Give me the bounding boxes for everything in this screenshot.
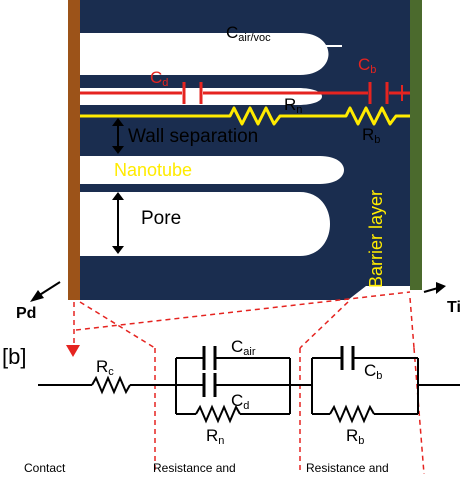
pore-label: Pore: [141, 208, 181, 229]
wall-separation-label: Wall separation: [128, 126, 258, 147]
r-b-label: Rb: [362, 125, 380, 146]
nanotube-label: Nanotube: [114, 160, 192, 180]
r-c-resistor: [91, 375, 131, 395]
circuit-c-air-label: Cair: [231, 337, 256, 358]
ti-arrow: [423, 282, 446, 294]
ti-label: Ti: [447, 299, 461, 316]
circuit-r-b-label: Rb: [346, 426, 364, 447]
c-air-voc-element: [80, 36, 342, 56]
circuit-c-b-label: Cb: [364, 361, 382, 382]
red-down-arrow: [66, 345, 80, 357]
caption-contact: Contact: [24, 461, 66, 474]
circuit-r-c-label: Rc: [96, 357, 114, 378]
wall-separation-arrow: [112, 118, 124, 154]
r-n-resistor: [195, 404, 241, 424]
titania-body: [80, 0, 410, 300]
equivalent-circuit: [38, 346, 460, 424]
circuit-c-d-label: Cd: [231, 391, 249, 412]
caption-resistance-and-1: Resistance and: [153, 461, 236, 474]
red-capacitor-line: [80, 82, 410, 104]
c-d-label: Cd: [150, 68, 168, 89]
yellow-resistor-line: [80, 106, 410, 126]
pore-arrow: [112, 192, 124, 254]
c-air-voc-label: Cair/voc: [226, 23, 271, 44]
connector-dashes: [73, 291, 425, 475]
barrier-layer-label: Barrier layer: [366, 190, 386, 288]
pd-label: Pd: [16, 305, 36, 322]
c-b-label: Cb: [358, 55, 376, 76]
r-n-label: Rn: [284, 95, 302, 116]
panel-b-label: [b]: [2, 344, 26, 369]
ti-electrode: [410, 0, 422, 290]
nanotube-structure: Cair/voc Cd Cb Rn Rb Wall separation Nan…: [16, 0, 461, 322]
caption-resistance-and-2: Resistance and: [306, 461, 389, 474]
r-b-resistor: [329, 404, 375, 424]
circuit-r-n-label: Rn: [206, 426, 224, 447]
pd-arrow: [30, 281, 61, 302]
pd-electrode: [68, 0, 80, 300]
